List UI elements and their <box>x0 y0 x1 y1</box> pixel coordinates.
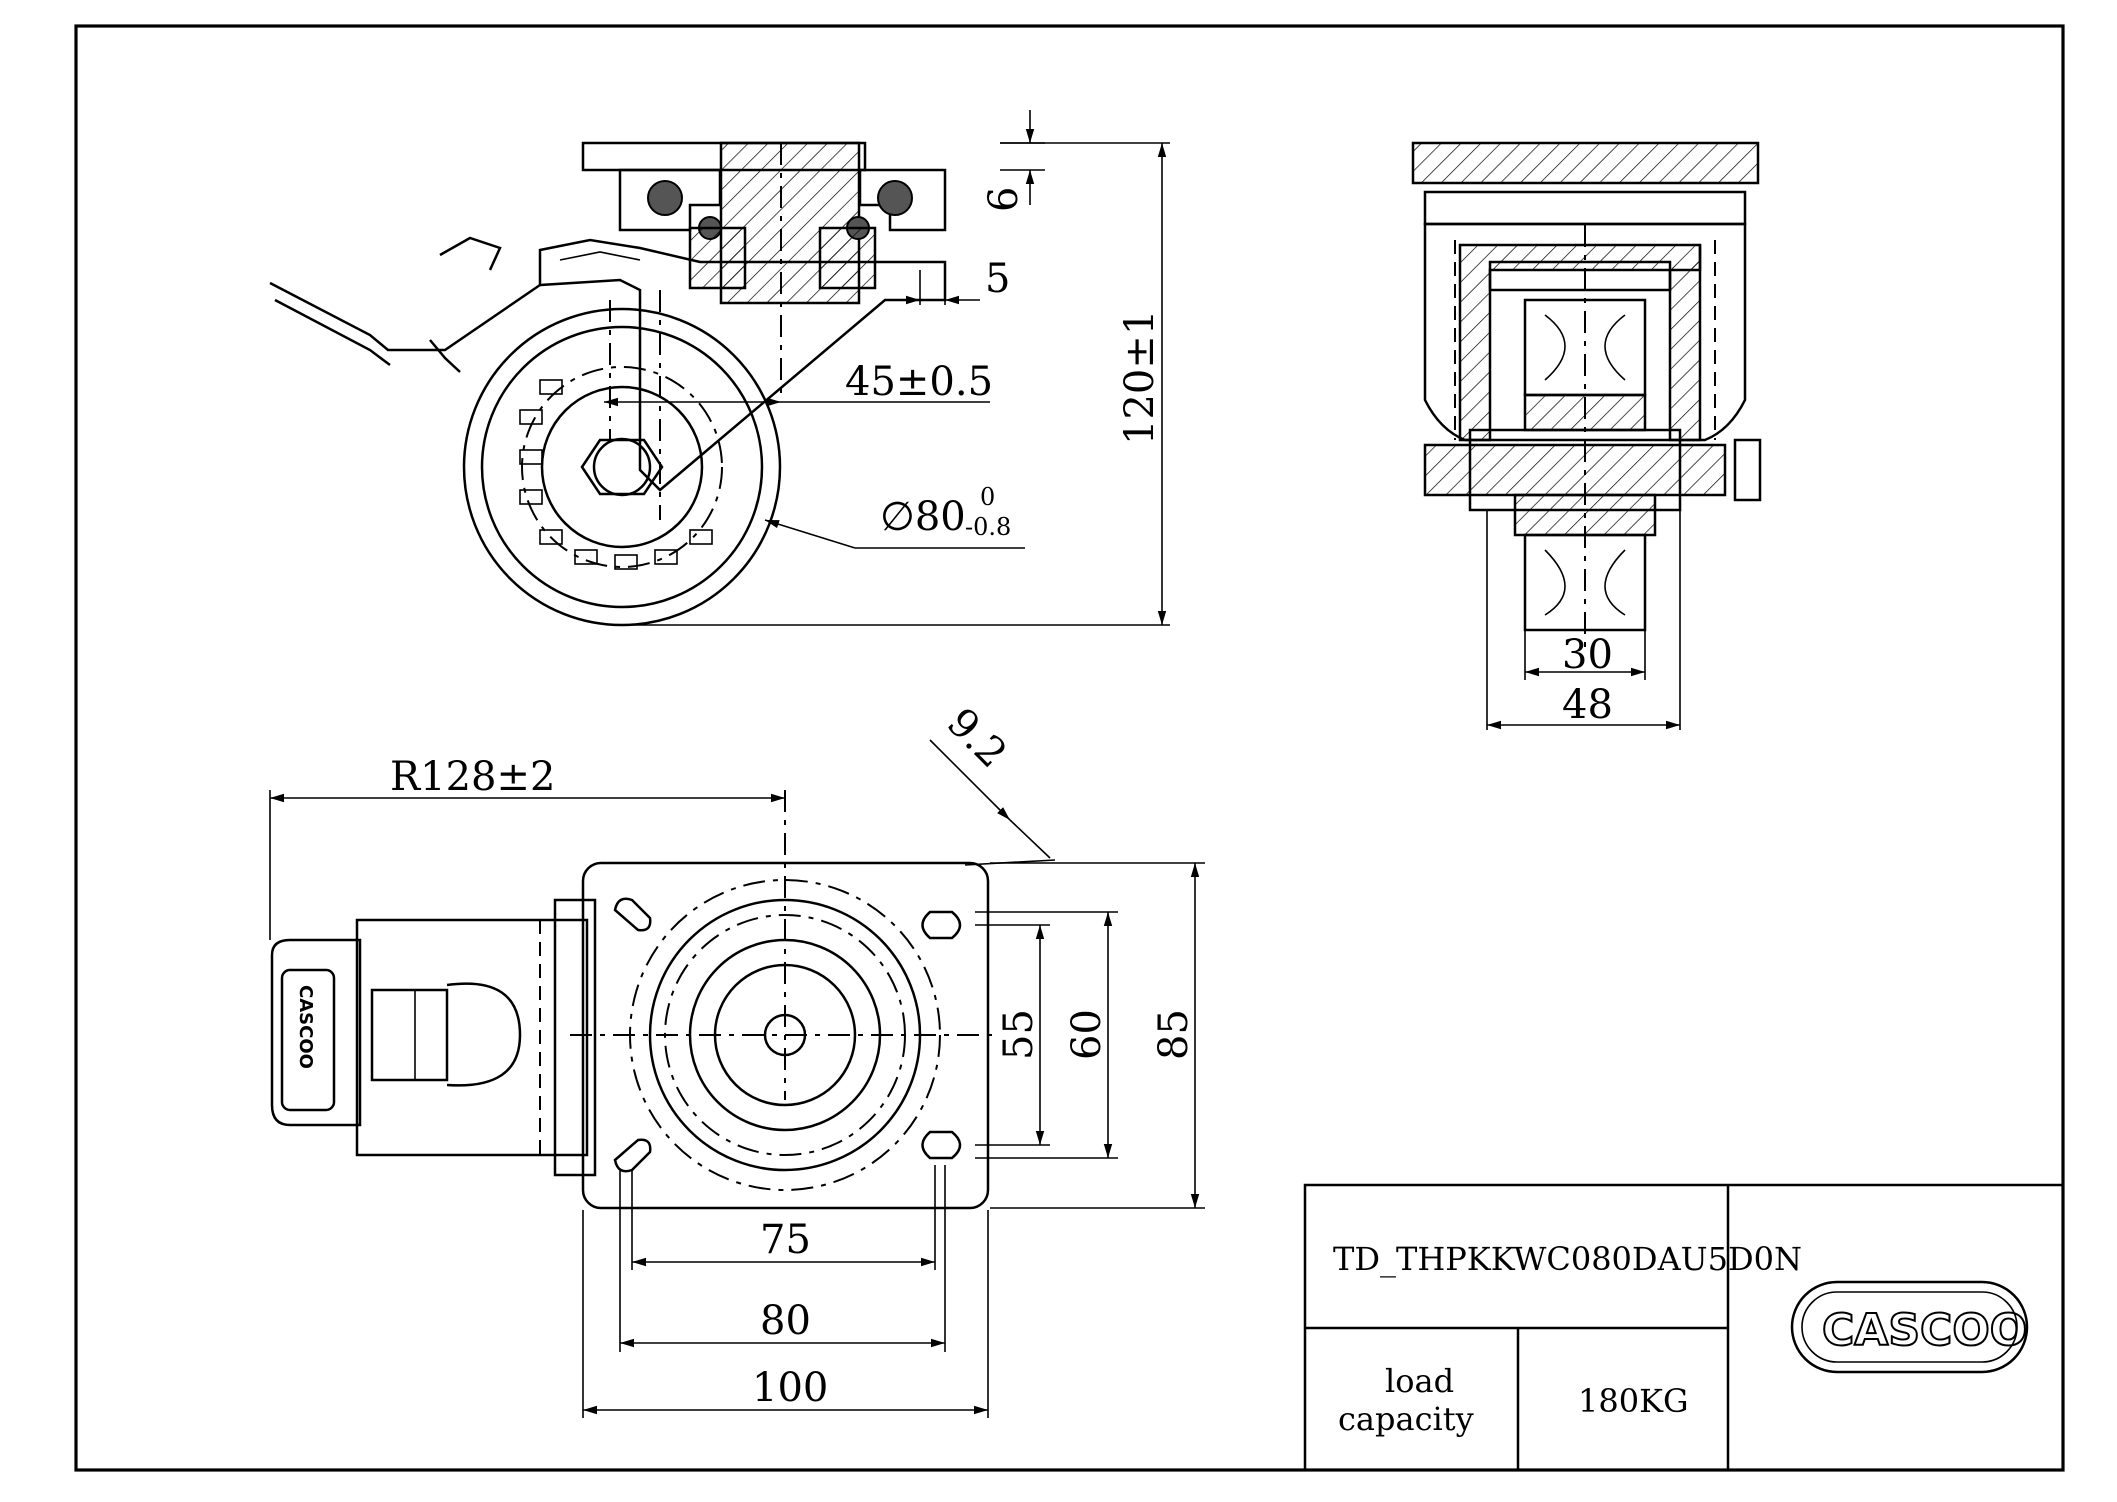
dim-top-gap: 6 <box>981 187 1027 212</box>
dim-side-offset: 5 <box>985 256 1010 302</box>
front-view: 30 48 <box>1411 141 1762 730</box>
dim-front-total-width: 48 <box>1562 682 1613 728</box>
dim-wheel-diameter: ∅80 <box>880 494 966 540</box>
dim-plate-width-mid: 80 <box>760 1298 811 1344</box>
dim-height: 120±1 <box>1117 310 1163 445</box>
dim-wheel-tol-upper: 0 <box>980 483 995 511</box>
dim-swivel-offset: 45±0.5 <box>845 359 993 405</box>
company-logo-frame <box>1790 1280 2029 1374</box>
dim-plate-height-inner: 55 <box>996 1009 1042 1060</box>
dim-front-wheel-width: 30 <box>1562 632 1613 678</box>
load-label-line1: load <box>1385 1362 1454 1400</box>
dim-plate-width-outer: 100 <box>752 1365 828 1411</box>
dim-plate-height-mid: 60 <box>1064 1009 1110 1060</box>
company-logo: CASCOO <box>1822 1305 2027 1356</box>
load-label-line2: capacity <box>1338 1400 1474 1438</box>
dim-hole-diameter: 9.2 <box>938 700 1016 778</box>
top-view: CASCOO R128±2 9.2 <box>269 700 1205 1418</box>
dim-swivel-radius: R128±2 <box>390 754 555 800</box>
dim-plate-height-outer: 85 <box>1151 1009 1197 1060</box>
sheet-border <box>74 24 2065 1472</box>
dim-plate-width-inner: 75 <box>760 1217 811 1263</box>
title-block: TD_THPKKWC080DAU5D0N load capacity 180KG… <box>1303 1183 2065 1472</box>
brake-logo: CASCOO <box>295 985 316 1069</box>
side-view: 6 5 45±0.5 120±1 ∅80 0 -0.8 <box>269 110 1170 627</box>
dim-wheel-tol-lower: -0.8 <box>965 513 1011 541</box>
load-value: 180KG <box>1578 1382 1689 1420</box>
part-number: TD_THPKKWC080DAU5D0N <box>1333 1240 1802 1278</box>
